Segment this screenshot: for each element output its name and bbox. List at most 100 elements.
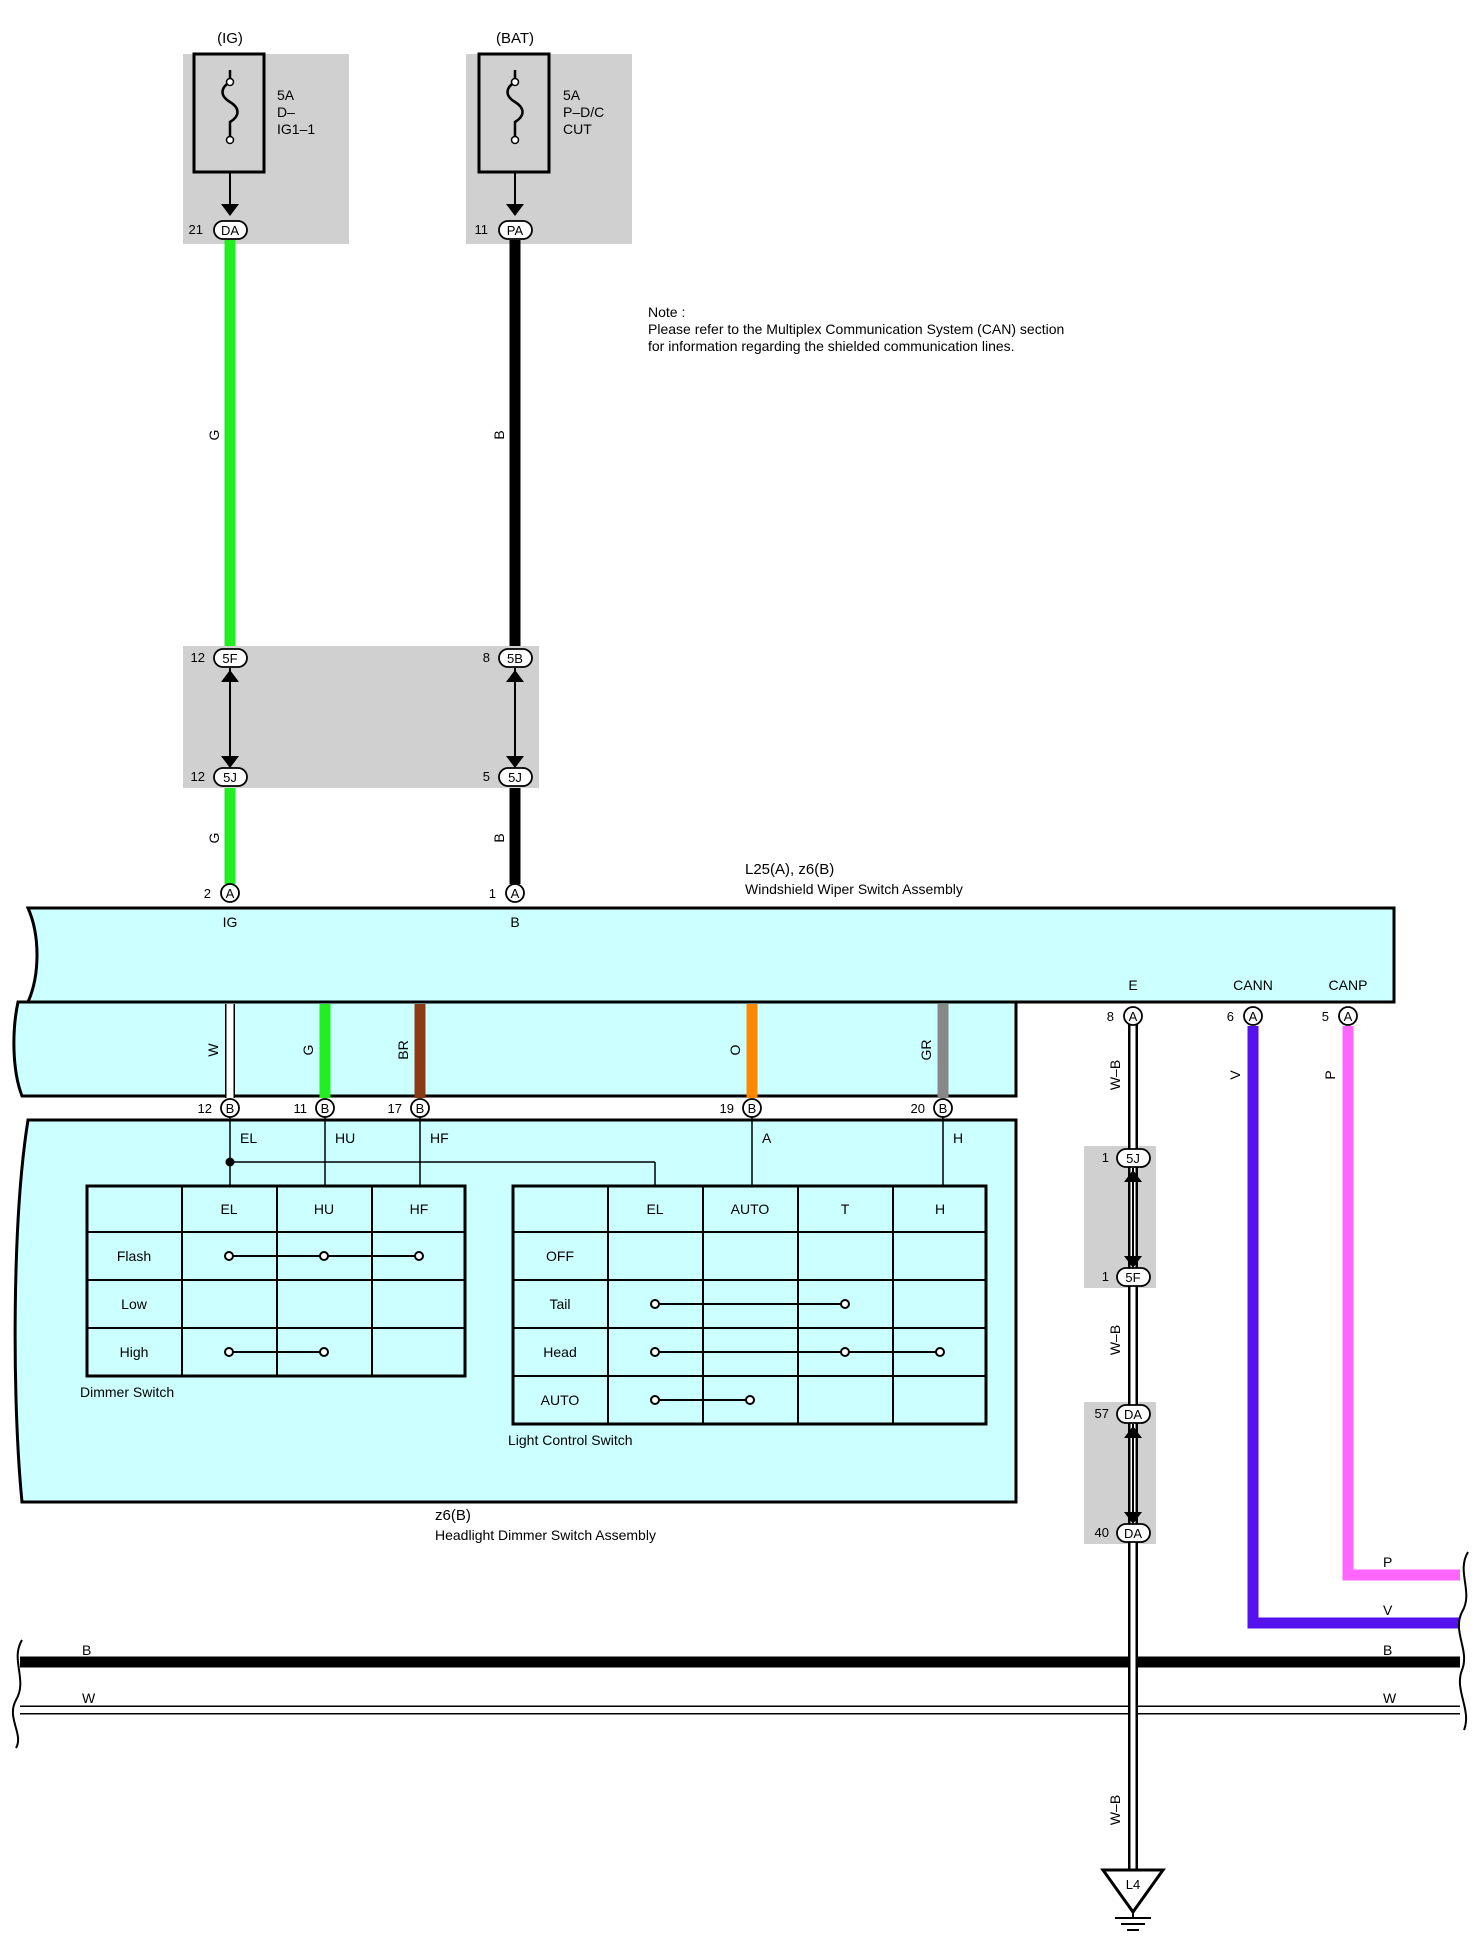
wiper-pin-ig-conn: A [226,886,235,901]
junction-right-top-pin: 8 [483,650,490,665]
ground-junction-1: 1 5J 1 5F [1084,1146,1156,1288]
junction-left-bot-pin: 12 [191,769,205,784]
label-wire-wb1: W–B [1107,1060,1123,1090]
light-row-off: OFF [546,1248,574,1264]
wiper-pin-e-num: 8 [1107,1009,1114,1024]
hl-pin-hf-num: 17 [388,1101,402,1116]
wiper-pin-canp-term: CANP [1329,977,1368,993]
junction-right-bot-pin: 5 [483,769,490,784]
fuse-ig-name1: D– [277,104,295,120]
label-wire-gr: GR [918,1040,934,1061]
junction-right-top-conn: 5B [507,651,523,666]
bus-lines: B W B W P V [11,1551,1469,1749]
wiper-pin-canp-num: 5 [1322,1009,1329,1024]
fuse-ig-name2: IG1–1 [277,121,315,137]
bus-w-right: W [1383,1690,1397,1706]
fuse-ig-source: (IG) [217,30,243,47]
fuse-ig-icon [221,70,239,140]
fuse-bat-icon [506,70,524,140]
ground-j1-top-pin: 1 [1102,1150,1109,1165]
hl-term-hf: HF [430,1130,449,1146]
label-wire-g: G [300,1045,316,1056]
wiper-pin-e-term: E [1128,977,1137,993]
fuse-ig-amp: 5A [277,87,295,103]
wire-cann-v [1247,1026,1460,1629]
ground-icon: L4 [1100,1868,1166,1931]
ground-j2-top-conn: DA [1124,1407,1142,1422]
label-wire-bat-upper: B [491,430,507,439]
wiper-pin-b-term: B [510,914,519,930]
hl-pin-h-num: 20 [911,1101,925,1116]
ground-j1-top-conn: 5J [1126,1151,1140,1166]
hl-pin-a-num: 19 [720,1101,734,1116]
fuse-bat-source: (BAT) [496,30,534,47]
wiper-pin-ig-num: 2 [204,886,211,901]
dimmer-col-hu: HU [314,1201,334,1217]
hl-pin-a-conn: B [748,1101,757,1116]
label-wire-v: V [1227,1070,1243,1080]
ground-j2-bot-pin: 40 [1095,1525,1109,1540]
label-wire-wb3: W–B [1107,1795,1123,1825]
bus-b-left: B [82,1642,91,1658]
light-control-table: EL AUTO T H OFF Tail Head AUTO Light Con… [508,1184,988,1448]
junction-right-bot-conn: 5J [508,770,522,785]
ground-j2-top-pin: 57 [1095,1406,1109,1421]
hl-pin-hf-conn: B [416,1101,425,1116]
hl-term-h: H [953,1130,963,1146]
wiper-pin-b-conn: A [511,886,520,901]
label-wire-p: P [1322,1070,1338,1079]
bus-w-left: W [82,1690,96,1706]
wiper-pin-e-conn: A [1129,1009,1138,1024]
ground-j1-bot-conn: 5F [1125,1270,1140,1285]
wiper-pin-canp-conn: A [1344,1009,1353,1024]
hl-pin-h-conn: B [939,1101,948,1116]
fuse-bat-name2: CUT [563,121,592,137]
junction-left-top-pin: 12 [191,650,205,665]
junction-block: 12 5F 12 5J 8 5B 5 5J [183,646,539,788]
hl-pin-hu-num: 11 [294,1101,308,1116]
ground-junction-2: 57 DA 40 DA [1084,1402,1156,1544]
note-line2: for information regarding the shielded c… [648,338,1015,354]
note-title: Note : [648,304,685,320]
light-row-head: Head [543,1344,576,1360]
ground-j1-bot-pin: 1 [1102,1269,1109,1284]
light-row-auto: AUTO [541,1392,580,1408]
light-col-auto: AUTO [731,1201,770,1217]
fuse-bat-connector: PA [507,223,524,238]
fuse-bat-name1: P–D/C [563,104,604,120]
light-col-h: H [935,1201,945,1217]
wiper-pin-ig-term: IG [223,914,238,930]
hl-term-a: A [762,1130,772,1146]
headlight-dimmer-assembly: W G BR O GR 12 B 11 B 17 B 19 B 20 B EL … [12,1000,1018,1543]
light-col-t: T [841,1201,850,1217]
can-p-label: P [1383,1554,1392,1570]
fuse-ig-pin: 21 [189,222,203,237]
wiper-id: L25(A), z6(B) [745,861,834,878]
fuse-block-ig: (IG) 5A D– IG1–1 21 DA [183,30,349,244]
bus-b-right: B [1383,1642,1392,1658]
dimmer-switch-table: EL HU HF Flash Low High Dimmer Switch [80,1184,467,1400]
dimmer-col-el: EL [220,1201,237,1217]
junction-left-top-conn: 5F [222,651,237,666]
fuse-block-bat: (BAT) 5A P–D/C CUT 11 PA [466,30,632,244]
dimmer-row-flash: Flash [117,1248,151,1264]
label-wire-o: O [727,1044,743,1055]
fuse-ig-connector: DA [221,223,239,238]
ground-point-label: L4 [1126,1877,1140,1892]
label-wire-wb2: W–B [1107,1325,1123,1355]
label-wire-w: W [205,1043,221,1057]
note-line1: Please refer to the Multiplex Communicat… [648,321,1064,337]
light-col-el: EL [646,1201,663,1217]
hl-term-hu: HU [335,1130,355,1146]
junction-left-bot-conn: 5J [223,770,237,785]
wiper-pin-cann-term: CANN [1233,977,1273,993]
dimmer-row-low: Low [121,1296,148,1312]
dimmer-row-high: High [120,1344,149,1360]
ground-j2-bot-conn: DA [1124,1526,1142,1541]
dimmer-col-hf: HF [410,1201,429,1217]
hl-id: z6(B) [435,1507,471,1524]
hl-pin-el-conn: B [226,1101,235,1116]
label-wire-bat-lower: B [491,833,507,842]
label-wire-ig-upper: G [206,430,222,441]
